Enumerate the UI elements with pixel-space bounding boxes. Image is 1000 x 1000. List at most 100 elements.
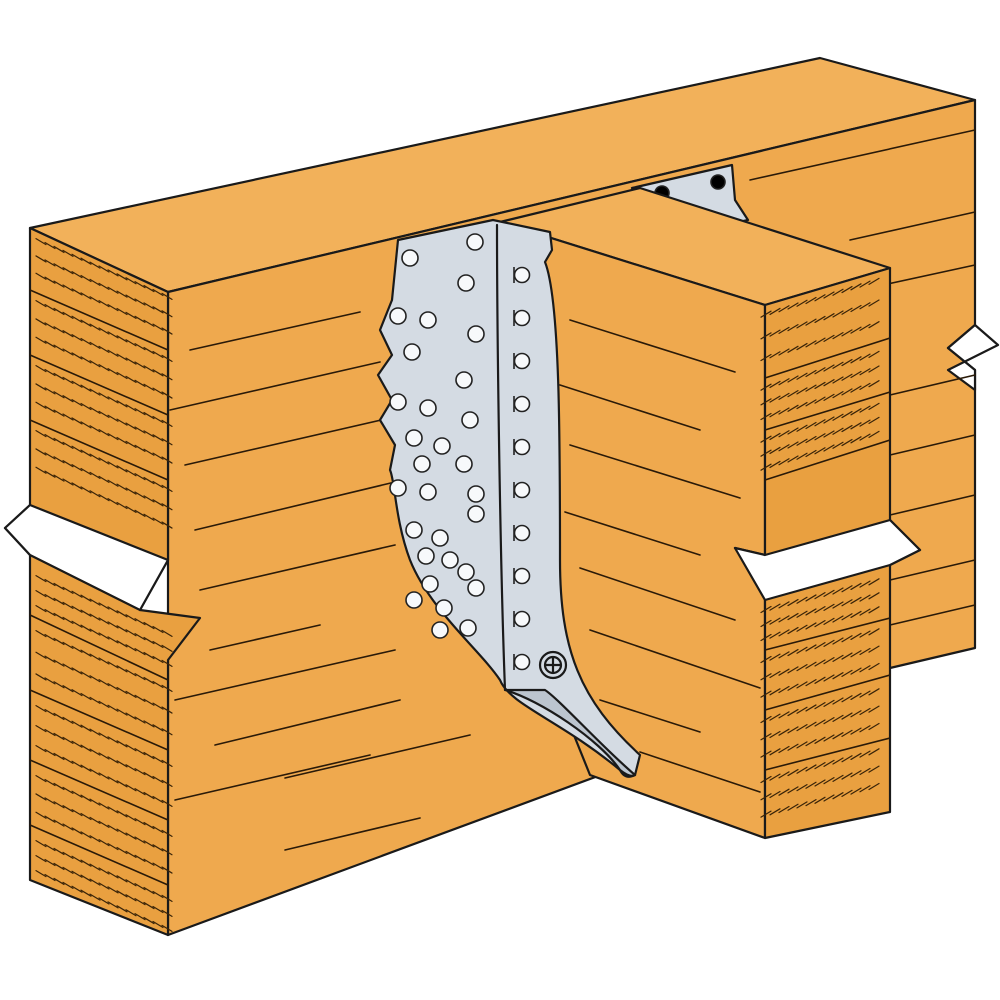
wood-grain-hatch xyxy=(161,438,173,446)
wood-grain-hatch xyxy=(71,885,83,893)
wood-grain-hatch xyxy=(53,456,65,464)
wood-grain-hatch xyxy=(143,383,155,391)
wood-grain-hatch xyxy=(89,863,101,871)
wood-grain-hatch xyxy=(116,846,128,855)
wood-grain-hatch xyxy=(71,482,83,490)
wood-grain-hatch xyxy=(778,651,790,659)
wood-grain-hatch xyxy=(805,608,817,616)
wood-grain-hatch xyxy=(850,385,862,393)
wood-grain-hatch xyxy=(116,760,128,768)
wood-grain-hatch xyxy=(35,840,47,848)
wood-grain-hatch xyxy=(71,740,83,748)
wood-grain-hatch xyxy=(850,752,862,761)
wood-grain-hatch xyxy=(769,410,781,418)
wood-grain-hatch xyxy=(832,587,844,595)
nail-hole xyxy=(421,575,439,593)
wood-grain-hatch xyxy=(107,479,119,487)
wood-grain-hatch xyxy=(787,455,799,463)
wood-grain-hatch xyxy=(152,306,164,314)
wood-grain-hatch xyxy=(134,633,146,641)
wood-grain-hatch xyxy=(814,592,826,600)
wood-grain-hatch xyxy=(116,307,128,316)
wood-grain-hatch xyxy=(125,832,137,840)
wood-grain-hatch xyxy=(868,380,880,388)
wood-grain-hatch xyxy=(805,764,817,772)
nail-hole xyxy=(389,479,407,497)
wood-grain-hatch xyxy=(35,448,47,456)
wood-grain-hatch xyxy=(823,699,835,707)
wood-grain-hatch xyxy=(80,319,92,327)
wood-grain-hatch xyxy=(125,339,137,347)
wood-grain-hatch xyxy=(62,823,74,831)
wood-grain-hatch xyxy=(71,760,83,768)
wood-grain-hatch xyxy=(44,728,56,737)
wood-grain-hatch xyxy=(53,307,65,316)
joist-nail-hole xyxy=(513,524,531,542)
wood-grain-hatch xyxy=(98,700,110,708)
wood-grain-hatch xyxy=(44,858,56,867)
wood-grain-hatch xyxy=(841,285,853,294)
wood-grain-hatch xyxy=(80,692,92,701)
wood-grain-hatch xyxy=(850,770,862,778)
wood-grain-hatch xyxy=(98,802,110,810)
wood-grain-hatch xyxy=(805,721,817,729)
wood-grain-hatch xyxy=(778,305,790,313)
wood-grain-hatch xyxy=(44,322,56,330)
wood-grain-hatch xyxy=(868,578,880,586)
wood-grain-hatch xyxy=(53,752,65,761)
wood-grain-hatch xyxy=(80,257,92,265)
wood-grain-hatch xyxy=(116,828,128,836)
wood-grain-hatch xyxy=(823,393,835,401)
wood-grain-hatch xyxy=(832,615,844,623)
wood-grain-hatch xyxy=(71,253,83,261)
wood-grain-hatch xyxy=(143,302,155,310)
header-beam-break-right xyxy=(946,323,1000,392)
wood-grain-hatch xyxy=(805,622,817,630)
wood-grain-hatch xyxy=(152,795,164,804)
wood-grain-hatch xyxy=(134,509,146,517)
wood-grain-hatch xyxy=(805,799,817,807)
wood-grain-hatch xyxy=(125,277,137,285)
nail-hole xyxy=(441,551,459,569)
wood-grain-hatch xyxy=(71,380,83,388)
wood-grain-hatch xyxy=(89,653,101,661)
wood-grain-hatch xyxy=(80,421,92,429)
wood-grain-hatch xyxy=(107,461,119,469)
wood-grain-hatch xyxy=(152,825,164,834)
wood-grain-hatch xyxy=(98,679,110,687)
wood-grain-hatch xyxy=(787,726,799,734)
wood-grain-hatch xyxy=(769,446,781,455)
wood-grain-hatch xyxy=(134,426,146,434)
wood-grain-hatch xyxy=(107,806,119,814)
wood-grain-hatch xyxy=(80,594,92,602)
nail-hole xyxy=(461,411,479,429)
wood-grain-hatch xyxy=(35,255,47,263)
wood-grain-hatch xyxy=(44,241,56,250)
wood-grain-hatch xyxy=(116,290,128,298)
wood-grain-hatch xyxy=(116,353,128,361)
wood-grain-hatch xyxy=(152,625,164,634)
wood-grain-hatch xyxy=(62,866,74,874)
wood-grain-hatch xyxy=(161,629,173,637)
wood-grain-hatch xyxy=(143,284,155,293)
wood-grain-hatch xyxy=(89,613,101,621)
wood-grain-hatch xyxy=(814,620,826,628)
wood-grain-hatch xyxy=(62,641,74,649)
wood-grain-hatch xyxy=(805,296,817,305)
wood-grain-hatch xyxy=(152,387,164,395)
wood-grain-hatch xyxy=(152,890,164,899)
wood-grain-hatch xyxy=(53,409,65,417)
wood-grain-hatch xyxy=(89,453,101,461)
wood-grain-hatch xyxy=(35,365,47,373)
wood-grain-hatch xyxy=(62,311,74,319)
wood-grain-hatch xyxy=(134,788,146,796)
wood-grain-hatch xyxy=(53,391,65,399)
wood-grain-hatch xyxy=(80,609,92,617)
wood-grain-hatch xyxy=(850,727,862,735)
wood-grain-hatch xyxy=(143,698,155,706)
wood-grain-hatch xyxy=(832,757,844,765)
wood-grain-hatch xyxy=(823,617,835,625)
wood-grain-hatch xyxy=(841,585,853,593)
